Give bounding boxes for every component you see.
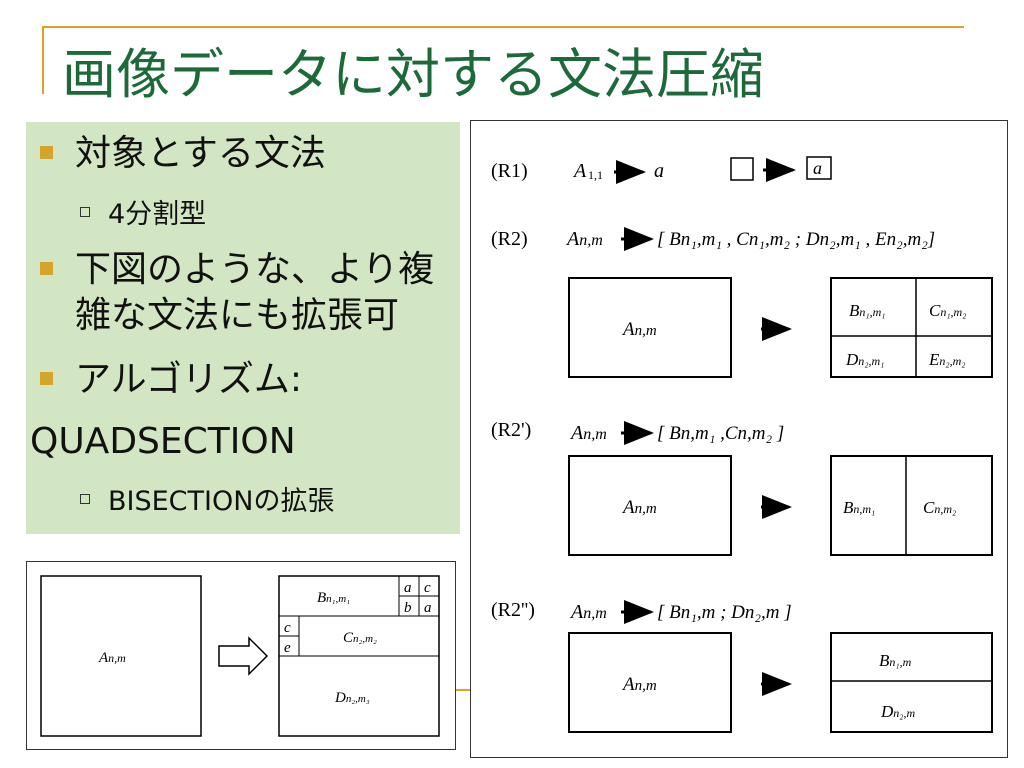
- bullet-text: アルゴリズム:: [75, 359, 303, 400]
- r2p-box-lhs: [568, 455, 732, 556]
- r2pp-box-lhs: [568, 632, 732, 733]
- example-c-label: Cn₂,m₂: [343, 630, 377, 646]
- r2p-box-label: An,m: [621, 497, 657, 518]
- bullet-text: QUADSECTION: [30, 421, 296, 462]
- r2p-cell-c: Cn,m₂: [923, 498, 956, 517]
- slide-title: 画像データに対する文法圧縮: [62, 43, 764, 106]
- r2-cell-d: Dn₂,m₁: [845, 350, 884, 369]
- sub-bullet-text: BISECTIONの拡張: [108, 486, 335, 517]
- r2-box-lhs: [568, 277, 732, 378]
- r2pp-cell-b: Bn₁,m: [879, 651, 912, 670]
- bullet-square-icon: [40, 262, 53, 275]
- example-small-a2: a: [424, 600, 432, 616]
- bullet-square-icon: [40, 372, 53, 385]
- r2pp-label: (R2''): [491, 599, 535, 621]
- bullet-3-cont: QUADSECTION: [30, 420, 296, 464]
- bullet-text: 対象とする文法: [75, 133, 326, 174]
- decor-top-line: [42, 26, 964, 28]
- example-source-label: An,m: [98, 650, 126, 666]
- r2p-lhs: An,m: [569, 422, 607, 444]
- example-svg: An,m Bn₁,m₁ a c b a c e Cn₂,m₂ Dn₂,m₃: [40, 575, 440, 737]
- bullet-2: 下図のような、より複: [40, 248, 434, 292]
- r2-cell-e: En₂,m₂: [928, 350, 965, 369]
- r2pp-box-rhs: [830, 632, 993, 733]
- rules-diagram: (R1) A 1,1 a a (R2) An,m [ Bn₁,m₁ , Cn₁,…: [470, 120, 1008, 758]
- example-diagram: An,m Bn₁,m₁ a c b a c e Cn₂,m₂ Dn₂,m₃: [26, 561, 456, 750]
- r2pp-cell-d: Dn₂,m: [880, 702, 915, 721]
- bullet-text: 下図のような、より複: [75, 249, 435, 290]
- bullet-1: 対象とする文法: [40, 132, 326, 176]
- example-small-e: e: [284, 640, 291, 656]
- r2-box-rhs: [830, 277, 993, 378]
- r2-rhs: [ Bn₁,m₁ , Cn₁,m₂ ; Dn₂,m₁ , En₂,m₂]: [657, 229, 935, 250]
- r1-lhs-sub: 1,1: [588, 168, 603, 182]
- sub-bullet-1: 4分割型: [80, 192, 206, 231]
- r2-label: (R2): [491, 228, 528, 250]
- r2-cell-c: Cn₁,m₂: [929, 301, 966, 320]
- r1-lhs: A: [572, 160, 587, 182]
- r1-terminal: a: [813, 158, 822, 178]
- bullet-square-icon: [40, 146, 53, 159]
- r2-box-label: An,m: [621, 319, 657, 340]
- r1-empty-box: [730, 157, 754, 181]
- example-source-box: [40, 575, 202, 737]
- hollow-square-icon: [80, 493, 90, 504]
- hollow-square-icon: [80, 206, 90, 217]
- r2pp-box-label: An,m: [621, 674, 657, 695]
- bullet-2-cont: 雑な文法にも拡張可: [40, 294, 399, 338]
- r2p-rhs: [ Bn,m₁ ,Cn,m₂ ]: [657, 423, 784, 444]
- bullet-text: 雑な文法にも拡張可: [75, 295, 400, 336]
- r1-label: (R1): [491, 160, 528, 182]
- example-small-c1: c: [424, 580, 431, 596]
- transform-arrow-icon: [218, 636, 269, 676]
- sub-bullet-2: BISECTIONの拡張: [80, 479, 334, 518]
- example-small-a1: a: [404, 580, 412, 596]
- bullet-panel: [26, 122, 460, 534]
- example-small-b: b: [404, 600, 412, 616]
- rules-svg: (R1) A 1,1 a a (R2) An,m [ Bn₁,m₁ , Cn₁,…: [491, 156, 993, 733]
- r1-rhs: a: [654, 160, 664, 182]
- decor-left-line: [42, 26, 44, 94]
- example-d-label: Dn₂,m₃: [334, 690, 370, 706]
- bullet-3: アルゴリズム:: [40, 358, 302, 402]
- r2p-cell-b: Bn,m₁: [843, 498, 875, 517]
- r2p-box-rhs: [830, 455, 993, 556]
- r2p-label: (R2'): [491, 419, 531, 441]
- r2-cell-b: Bn₁,m₁: [849, 301, 885, 320]
- sub-bullet-text: 4分割型: [108, 199, 207, 230]
- r2-lhs: An,m: [565, 228, 603, 250]
- r2pp-rhs: [ Bn₁,m ; Dn₂,m ]: [657, 602, 792, 623]
- r1-terminal-box: [806, 156, 832, 180]
- example-small-c2: c: [284, 620, 291, 636]
- example-b-label: Bn₁,m₁: [317, 590, 350, 606]
- r2pp-lhs: An,m: [569, 601, 607, 623]
